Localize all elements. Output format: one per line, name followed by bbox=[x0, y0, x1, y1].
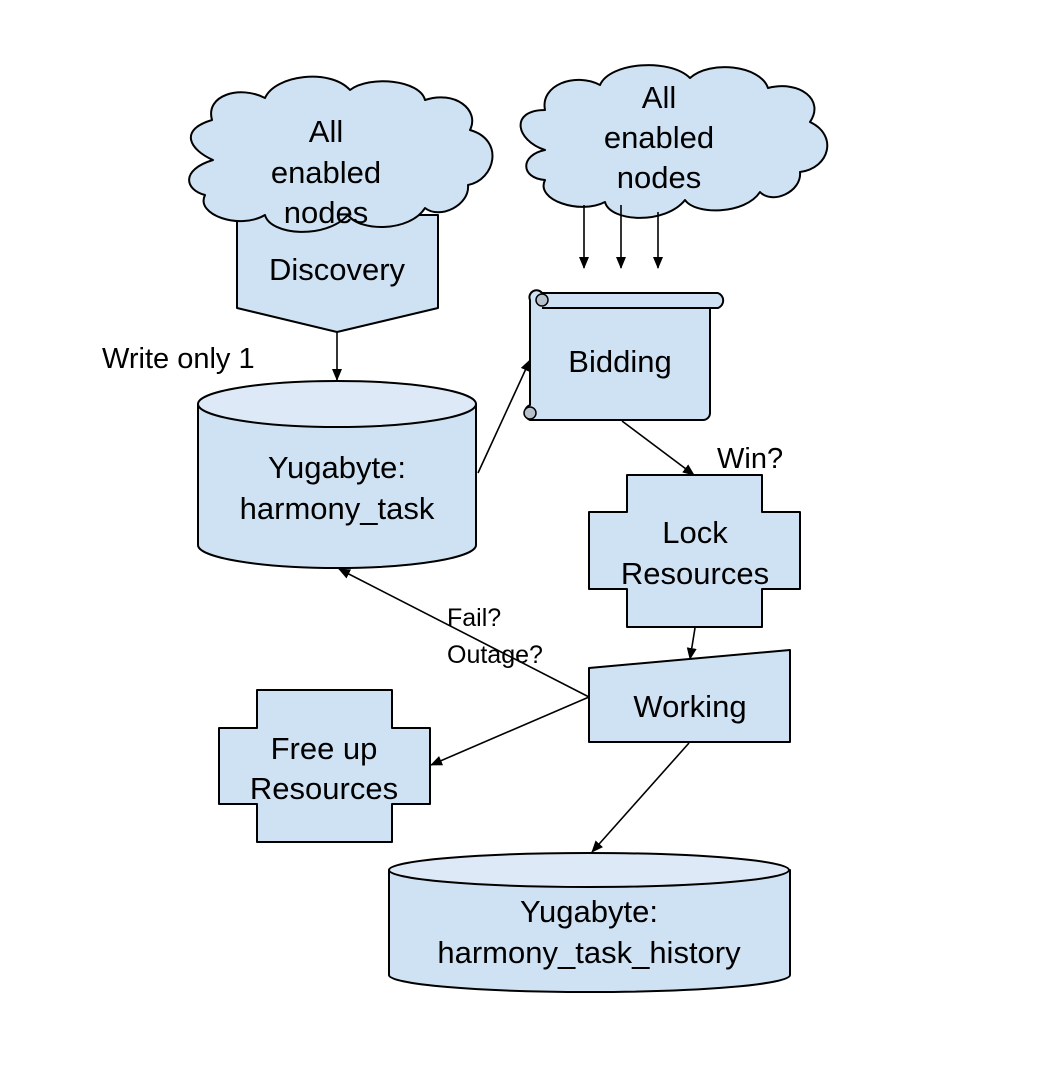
cloud-left-node[interactable]: All enabled nodes bbox=[188, 75, 494, 233]
edge-working-freeup bbox=[430, 696, 590, 766]
harmony-task-db-top bbox=[197, 380, 477, 428]
harmony-task-db-body bbox=[197, 403, 477, 569]
lock-resources-node[interactable]: Lock Resources bbox=[588, 474, 801, 628]
write-only-label: Write only 1 bbox=[102, 343, 255, 375]
outage-label: Outage? bbox=[447, 641, 543, 669]
working-label: Working bbox=[633, 689, 746, 724]
scroll-curl-bottom bbox=[523, 406, 537, 420]
history-db-node[interactable]: Yugabyte: harmony_task_history bbox=[388, 852, 791, 994]
working-shape bbox=[588, 649, 791, 743]
discovery-label: Discovery bbox=[269, 252, 406, 287]
lock-resources-shape bbox=[588, 474, 801, 628]
history-db-line-2: harmony_task_history bbox=[437, 935, 741, 970]
cloud-right-line-1: All bbox=[642, 80, 676, 115]
cloud-right-shape bbox=[519, 64, 829, 219]
cloud-left-line-1: All bbox=[309, 114, 343, 149]
cloud-right-line-3: nodes bbox=[617, 160, 701, 195]
working-node[interactable]: Working bbox=[588, 649, 791, 743]
harmony-task-db-node[interactable]: Yugabyte: harmony_task bbox=[197, 380, 477, 569]
free-up-resources-line-2: Resources bbox=[250, 771, 398, 806]
free-up-resources-line-1: Free up bbox=[271, 731, 378, 766]
history-db-top bbox=[388, 852, 790, 888]
cloud-left-line-3: nodes bbox=[284, 195, 368, 230]
cloud-right-line-2: enabled bbox=[604, 120, 714, 155]
fail-label: Fail? bbox=[447, 604, 501, 632]
edge-bidding-lock bbox=[621, 420, 695, 476]
edge-working-db bbox=[338, 568, 590, 698]
cloud-left-shape bbox=[188, 75, 494, 233]
edge-lock-working bbox=[686, 627, 697, 660]
scroll-curl-top bbox=[535, 293, 549, 307]
history-db-line-1: Yugabyte: bbox=[520, 894, 658, 929]
win-label: Win? bbox=[717, 443, 783, 475]
bidding-node[interactable]: Bidding bbox=[523, 289, 725, 421]
harmony-task-db-line-1: Yugabyte: bbox=[268, 450, 406, 485]
harmony-task-db-line-2: harmony_task bbox=[240, 491, 435, 526]
edge-db-bidding bbox=[477, 359, 531, 474]
bidding-shape bbox=[523, 289, 725, 421]
free-up-resources-node[interactable]: Free up Resources bbox=[218, 689, 431, 843]
discovery-node[interactable]: Discovery bbox=[236, 214, 439, 333]
cloud-right-node[interactable]: All enabled nodes bbox=[519, 64, 829, 219]
cloud-left-line-2: enabled bbox=[271, 155, 381, 190]
lock-resources-line-2: Resources bbox=[621, 556, 769, 591]
edge-working-history bbox=[591, 742, 690, 853]
bidding-label: Bidding bbox=[568, 344, 671, 379]
free-up-resources-shape bbox=[218, 689, 431, 843]
lock-resources-line-1: Lock bbox=[662, 515, 728, 550]
history-db-body bbox=[388, 869, 791, 994]
